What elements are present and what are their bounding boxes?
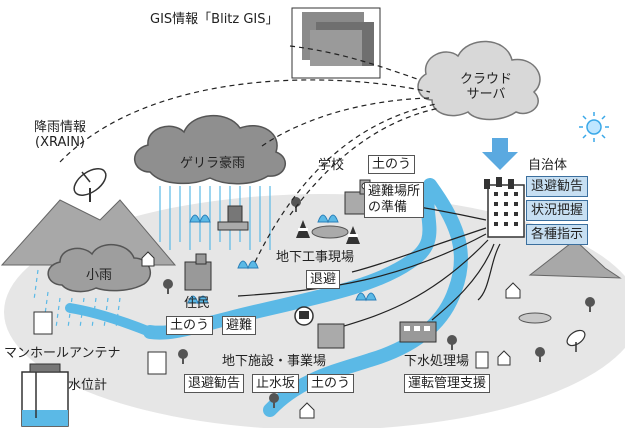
residents-label: 住民 xyxy=(184,296,211,311)
sewage-plant-tag: 運転管理支援 xyxy=(404,374,491,393)
sun-icon xyxy=(579,112,609,142)
sewage-plant-label: 下水処理場 xyxy=(404,354,470,369)
data-flow-arrows xyxy=(59,45,441,263)
underground-facility-icon xyxy=(294,306,345,349)
radar-antenna-icon xyxy=(73,168,107,202)
apartment-icon xyxy=(33,311,167,375)
cloud-server-line2: サーバ xyxy=(466,87,506,102)
water-gauge-label: 水位計 xyxy=(68,378,108,393)
manhole-water-gauge-icon xyxy=(21,363,69,427)
school-pond xyxy=(311,225,349,239)
municipality-action-1: 退避勧告 xyxy=(526,176,589,197)
traffic-cone-icons xyxy=(296,220,360,244)
municipality-action-3: 各種指示 xyxy=(526,224,589,245)
municipality-label: 自治体 xyxy=(528,158,568,173)
gis-label: GIS情報「Blitz GIS」 xyxy=(150,12,279,27)
guerrilla-rain-label: ゲリラ豪雨 xyxy=(180,156,246,171)
city-buildings-icon xyxy=(184,205,249,291)
school-evac-line2: の準備 xyxy=(368,200,408,215)
rain-info-line2: (XRAIN) xyxy=(35,135,86,150)
facility-tag-3: 土のう xyxy=(307,374,355,393)
command-arrows xyxy=(237,199,501,327)
house-icons xyxy=(141,251,521,419)
gis-map-icon xyxy=(291,7,381,79)
cloud-server-icon xyxy=(417,40,541,121)
cloud-server-label: クラウド サーバ xyxy=(460,72,512,102)
residents-tag-2: 避難 xyxy=(222,316,257,335)
rain-info-label: 降雨情報 (XRAIN) xyxy=(34,120,86,150)
school-evac-box: 避難場所 の準備 xyxy=(364,182,425,218)
tree-icons xyxy=(163,197,595,408)
light-rain-label: 小雨 xyxy=(86,268,113,283)
small-building-icons xyxy=(475,351,489,369)
school-evac-line1: 避難場所 xyxy=(368,184,421,199)
school-tag: 土のう xyxy=(368,155,416,174)
river-branch xyxy=(65,303,155,337)
sewage-plant-icon xyxy=(399,321,437,343)
manhole-antenna-label: マンホールアンテナ xyxy=(4,346,121,361)
school-label: 学校 xyxy=(318,158,345,173)
municipality-action-2: 状況把握 xyxy=(526,200,589,221)
guerrilla-cloud-icon xyxy=(134,114,286,185)
underground-facility-label: 地下施設・事業場 xyxy=(222,354,327,369)
down-arrow-icon xyxy=(482,138,518,170)
underground-site-label: 地下工事現場 xyxy=(276,250,355,265)
mountain-right xyxy=(528,239,622,279)
plant-pond xyxy=(518,312,552,324)
cloud-server-line1: クラウド xyxy=(460,72,513,87)
municipality-building-icon xyxy=(484,177,525,238)
light-rain-cloud-icon xyxy=(47,244,152,293)
facility-tag-2: 止水坂 xyxy=(252,374,300,393)
facility-tag-1: 退避勧告 xyxy=(184,374,245,393)
underground-site-tag: 退避 xyxy=(306,270,341,289)
residents-tag-1: 土のう xyxy=(166,316,214,335)
small-radar-icon xyxy=(566,329,586,352)
flood-fountain-icons xyxy=(187,214,377,305)
rain-info-line1: 降雨情報 xyxy=(34,120,87,135)
